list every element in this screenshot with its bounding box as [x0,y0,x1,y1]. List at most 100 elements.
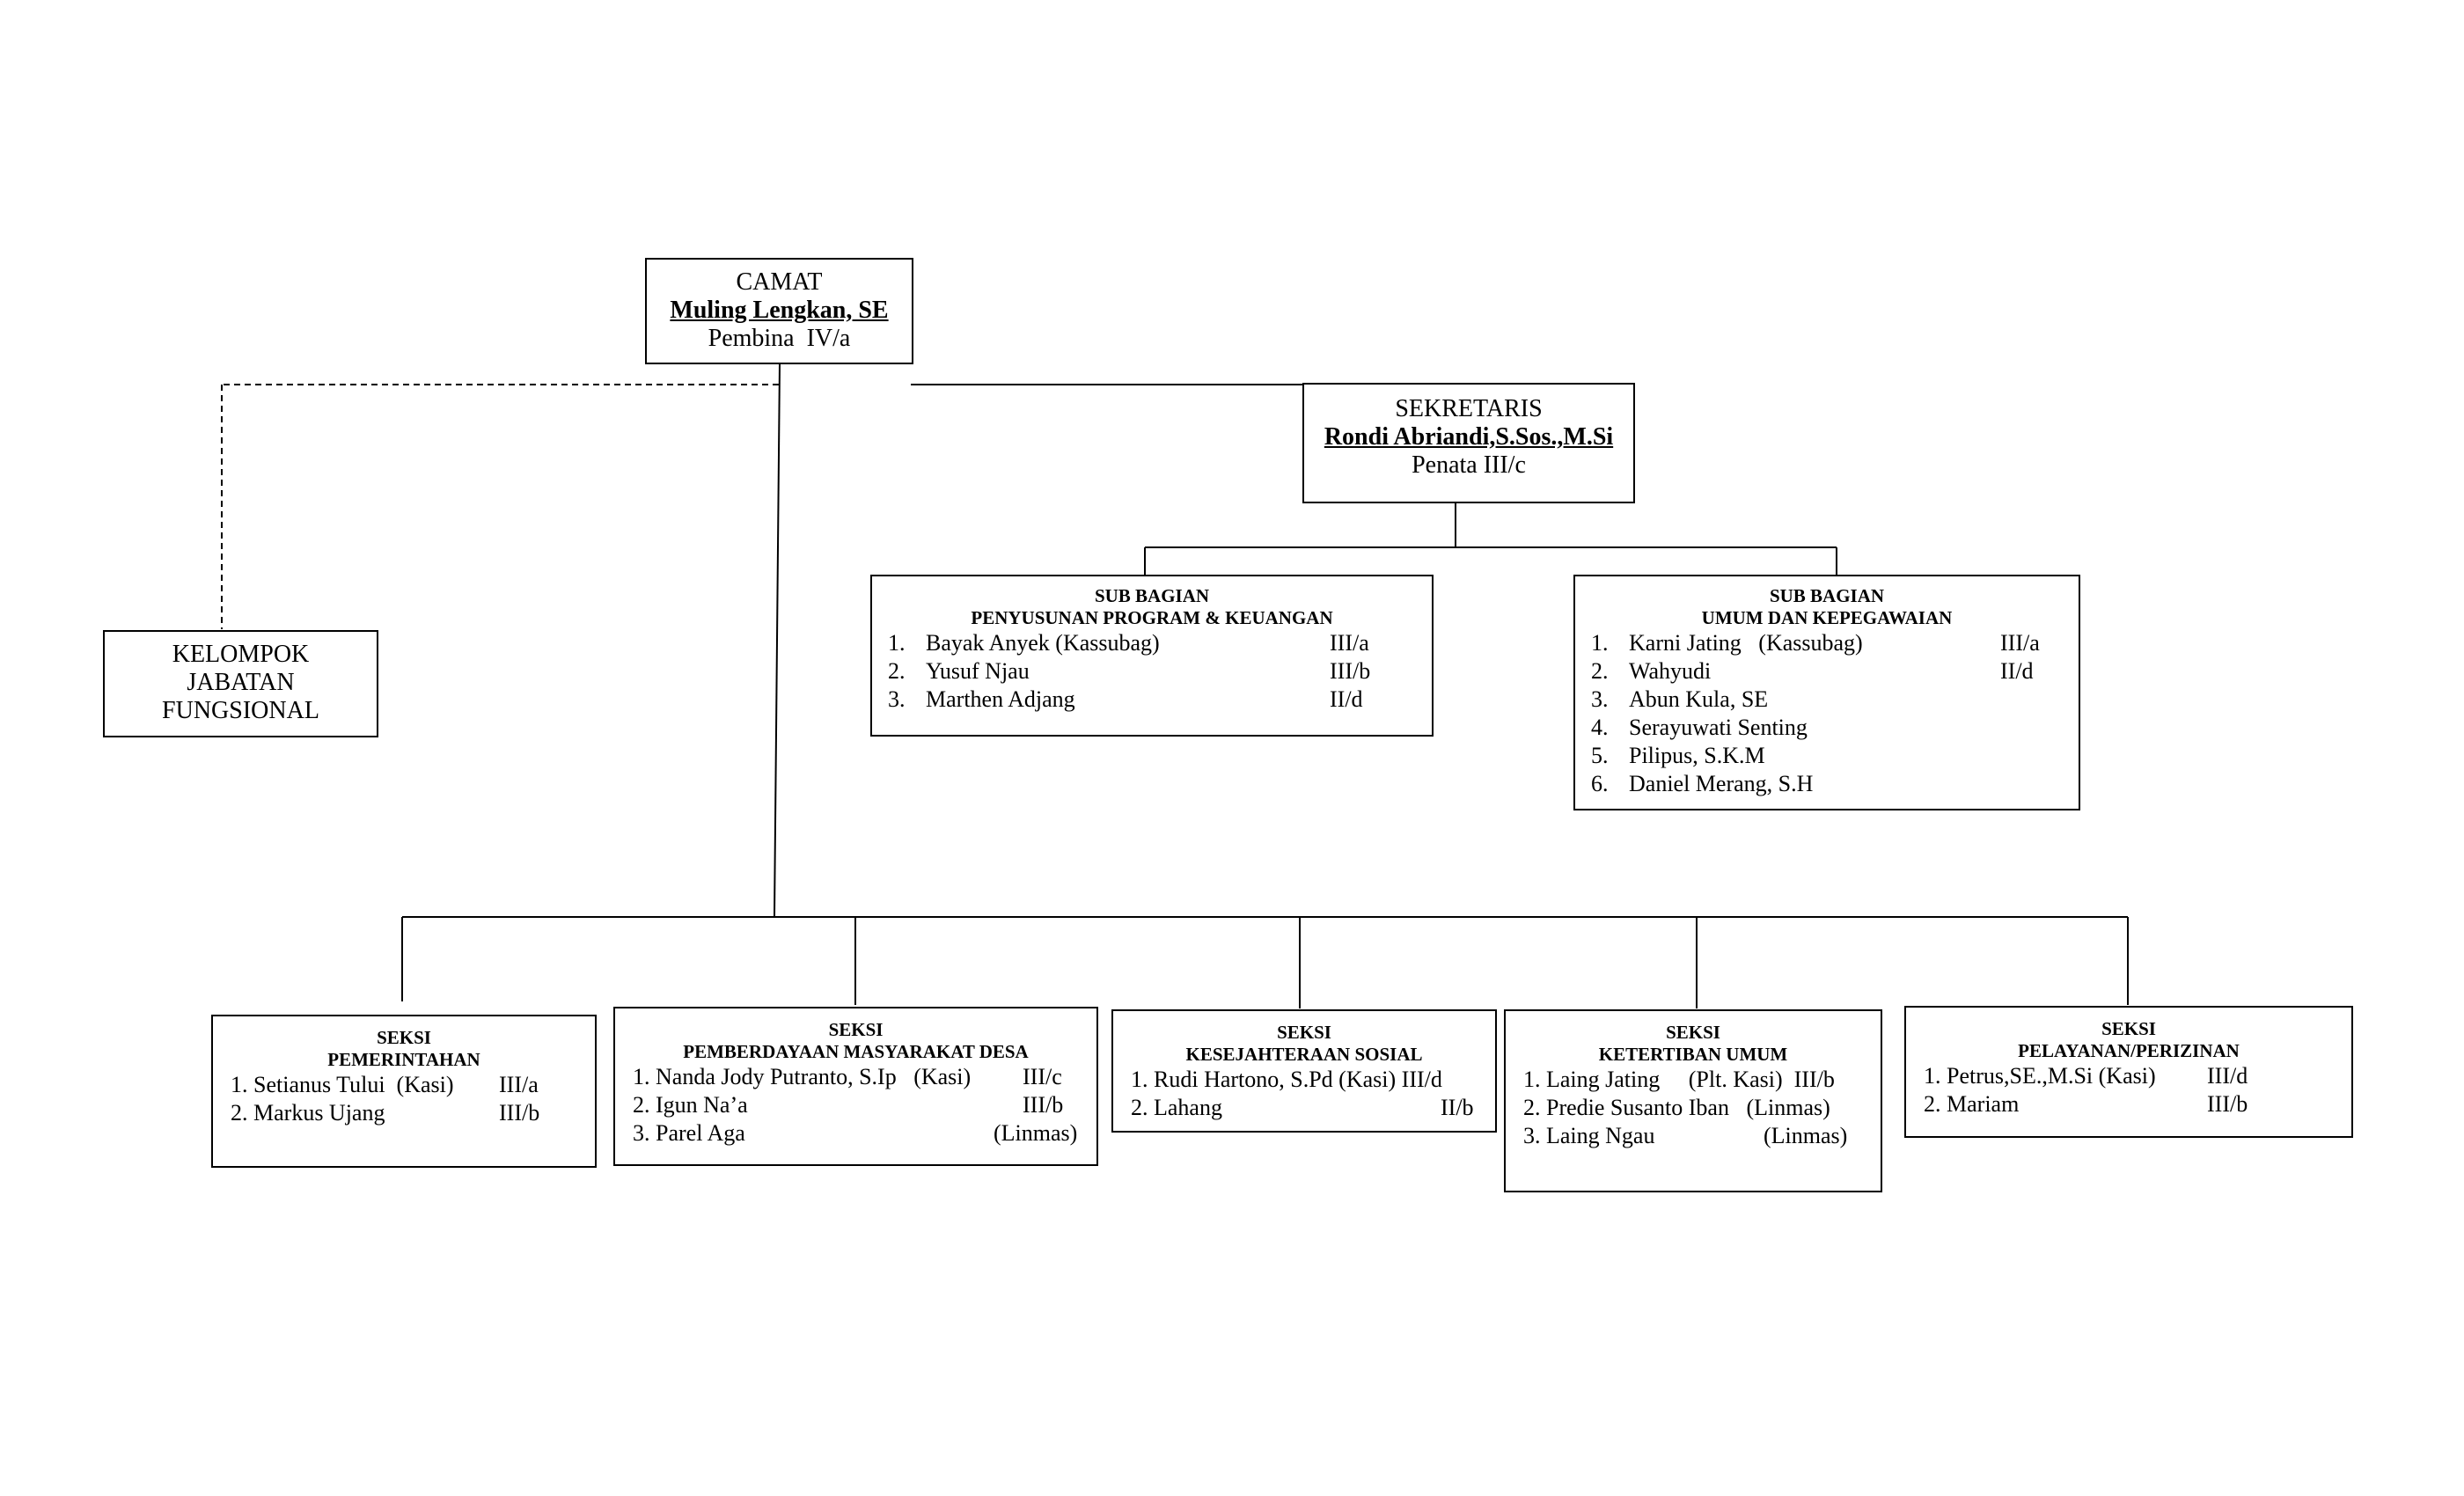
list-item: 2. Wahyudi II/d [1591,657,2063,686]
subbag-umum-title-2: UMUM DAN KEPEGAWAIAN [1701,607,1953,628]
list-item: 5. Pilipus, S.K.M [1591,742,2063,770]
sekretaris-title: SEKRETARIS [1395,395,1543,422]
fungsional-line-2: JABATAN [187,669,295,696]
member-name: 1. Rudi Hartono, S.Pd (Kasi) III/d [1131,1067,1442,1092]
seksi-kesos-box: SEKSI KESEJAHTERAAN SOSIAL 1. Rudi Harto… [1111,1009,1497,1133]
member-number: 6. [1591,771,1609,796]
member-name: Wahyudi [1629,658,1712,684]
seksi-trantib-title-2: KETERTIBAN UMUM [1598,1044,1788,1065]
subbag-umum-kepegawaian-box: SUB BAGIAN UMUM DAN KEPEGAWAIAN 1. Karni… [1573,575,2080,810]
list-item: 2. Mariam III/b [1924,1090,2334,1118]
camat-box: CAMAT Muling Lengkan, SE Pembina IV/a [645,258,913,364]
member-grade: III/b [1330,658,1371,684]
member-name: Pilipus, S.K.M [1629,743,1765,768]
subbag-program-title-1: SUB BAGIAN [1094,585,1210,606]
member-name: 1. Nanda Jody Putranto, S.Ip (Kasi) [633,1064,972,1089]
member-grade: III/d [2207,1063,2248,1089]
member-number: 1. [888,630,906,656]
member-name: 2. Markus Ujang [231,1100,385,1126]
list-item: 6. Daniel Merang, S.H [1591,770,2063,798]
member-name: Serayuwati Senting [1629,715,1808,740]
member-number: 5. [1591,743,1609,768]
sekretaris-name: Rondi Abriandi,S.Sos.,M.Si [1324,423,1614,451]
member-name: Yusuf Njau [926,658,1030,684]
list-item: 2. Predie Susanto Iban (Linmas) [1523,1094,1863,1122]
list-item: 3. Parel Aga (Linmas) [633,1119,1079,1148]
list-item: 1. Bayak Anyek (Kassubag) III/a [888,629,1416,657]
member-grade: (Linmas) [994,1120,1078,1146]
member-grade: III/a [1330,630,1369,656]
member-name: Abun Kula, SE [1629,686,1769,712]
member-name: Bayak Anyek (Kassubag) [926,630,1160,656]
list-item: 3. Laing Ngau (Linmas) [1523,1122,1863,1150]
seksi-pmd-title-1: SEKSI [828,1019,884,1040]
member-grade: II/b [1441,1095,1474,1120]
list-item: 2. Igun Na’a III/b [633,1091,1079,1119]
camat-name: Muling Lengkan, SE [670,297,889,324]
member-name: 2. Lahang [1131,1095,1222,1120]
seksi-pmd-title-2: PEMBERDAYAAN MASYARAKAT DESA [683,1041,1029,1062]
list-item: 2. Yusuf Njau III/b [888,657,1416,686]
member-name: Karni Jating (Kassubag) [1629,630,1863,656]
fungsional-line-3: FUNGSIONAL [162,697,319,724]
member-grade: III/c [1023,1064,1062,1089]
fungsional-line-1: KELOMPOK [172,641,310,668]
seksi-kesos-title-1: SEKSI [1277,1022,1331,1043]
member-grade: II/d [2000,658,2034,684]
member-grade: III/b [1023,1092,1064,1118]
member-name: Marthen Adjang [926,686,1075,712]
list-item: 1. Karni Jating (Kassubag) III/a [1591,629,2063,657]
kelompok-jabatan-fungsional-box: KELOMPOK JABATAN FUNGSIONAL [103,630,378,737]
list-item: 1. Rudi Hartono, S.Pd (Kasi) III/d [1131,1066,1478,1094]
seksi-pemerintahan-title-1: SEKSI [377,1027,431,1048]
member-number: 4. [1591,715,1609,740]
seksi-pemerintahan-box: SEKSI PEMERINTAHAN 1. Setianus Tului (Ka… [211,1015,597,1168]
sekretaris-box: SEKRETARIS Rondi Abriandi,S.Sos.,M.Si Pe… [1302,383,1635,503]
seksi-kesos-title-2: KESEJAHTERAAN SOSIAL [1185,1044,1423,1065]
list-item: 4. Serayuwati Senting [1591,714,2063,742]
list-item: 1. Laing Jating (Plt. Kasi) III/b [1523,1066,1863,1094]
list-item: 1. Setianus Tului (Kasi) III/a [231,1071,577,1099]
list-item: 2. Markus Ujang III/b [231,1099,577,1127]
member-name: 2. Igun Na’a [633,1092,748,1118]
seksi-pelayanan-title-1: SEKSI [2101,1018,2156,1039]
member-grade: III/a [2000,630,2040,656]
member-number: 3. [1591,686,1609,712]
member-grade: III/a [499,1072,539,1097]
member-grade: III/b [499,1100,540,1126]
member-name: 1. Petrus,SE.,M.Si (Kasi) [1924,1063,2156,1089]
member-name: 1. Setianus Tului (Kasi) [231,1072,454,1097]
list-item: 3. Marthen Adjang II/d [888,686,1416,714]
seksi-pemerintahan-title-2: PEMERINTAHAN [327,1049,480,1070]
list-item: 1. Petrus,SE.,M.Si (Kasi) III/d [1924,1062,2334,1090]
camat-rank: Pembina IV/a [708,325,851,352]
member-name: 2. Mariam [1924,1091,2020,1117]
subbag-program-keuangan-box: SUB BAGIAN PENYUSUNAN PROGRAM & KEUANGAN… [870,575,1434,737]
list-item: 1. Nanda Jody Putranto, S.Ip (Kasi) III/… [633,1063,1079,1091]
seksi-pelayanan-title-2: PELAYANAN/PERIZINAN [2018,1040,2240,1061]
list-item: 3. Abun Kula, SE [1591,686,2063,714]
subbag-umum-title-1: SUB BAGIAN [1769,585,1885,606]
sekretaris-rank: Penata III/c [1412,451,1526,479]
member-name: 2. Predie Susanto Iban (Linmas) [1523,1095,1830,1120]
member-number: 2. [1591,658,1609,684]
member-grade: II/d [1330,686,1363,712]
member-name: 3. Parel Aga [633,1120,745,1146]
seksi-pmd-box: SEKSI PEMBERDAYAAN MASYARAKAT DESA 1. Na… [613,1007,1098,1166]
member-number: 1. [1591,630,1609,656]
subbag-program-title-2: PENYUSUNAN PROGRAM & KEUANGAN [971,607,1333,628]
member-name: 3. Laing Ngau [1523,1123,1655,1148]
camat-title: CAMAT [736,268,823,296]
member-name: Daniel Merang, S.H [1629,771,1814,796]
seksi-trantib-title-1: SEKSI [1666,1022,1720,1043]
list-item: 2. Lahang II/b [1131,1094,1478,1122]
member-name: 1. Laing Jating (Plt. Kasi) III/b [1523,1067,1835,1092]
seksi-pelayanan-box: SEKSI PELAYANAN/PERIZINAN 1. Petrus,SE.,… [1904,1006,2353,1138]
member-grade: (Linmas) [1764,1123,1848,1148]
seksi-trantib-box: SEKSI KETERTIBAN UMUM 1. Laing Jating (P… [1504,1009,1882,1192]
member-grade: III/b [2207,1091,2248,1117]
member-number: 2. [888,658,906,684]
member-number: 3. [888,686,906,712]
camat-trunk-line [774,362,781,918]
